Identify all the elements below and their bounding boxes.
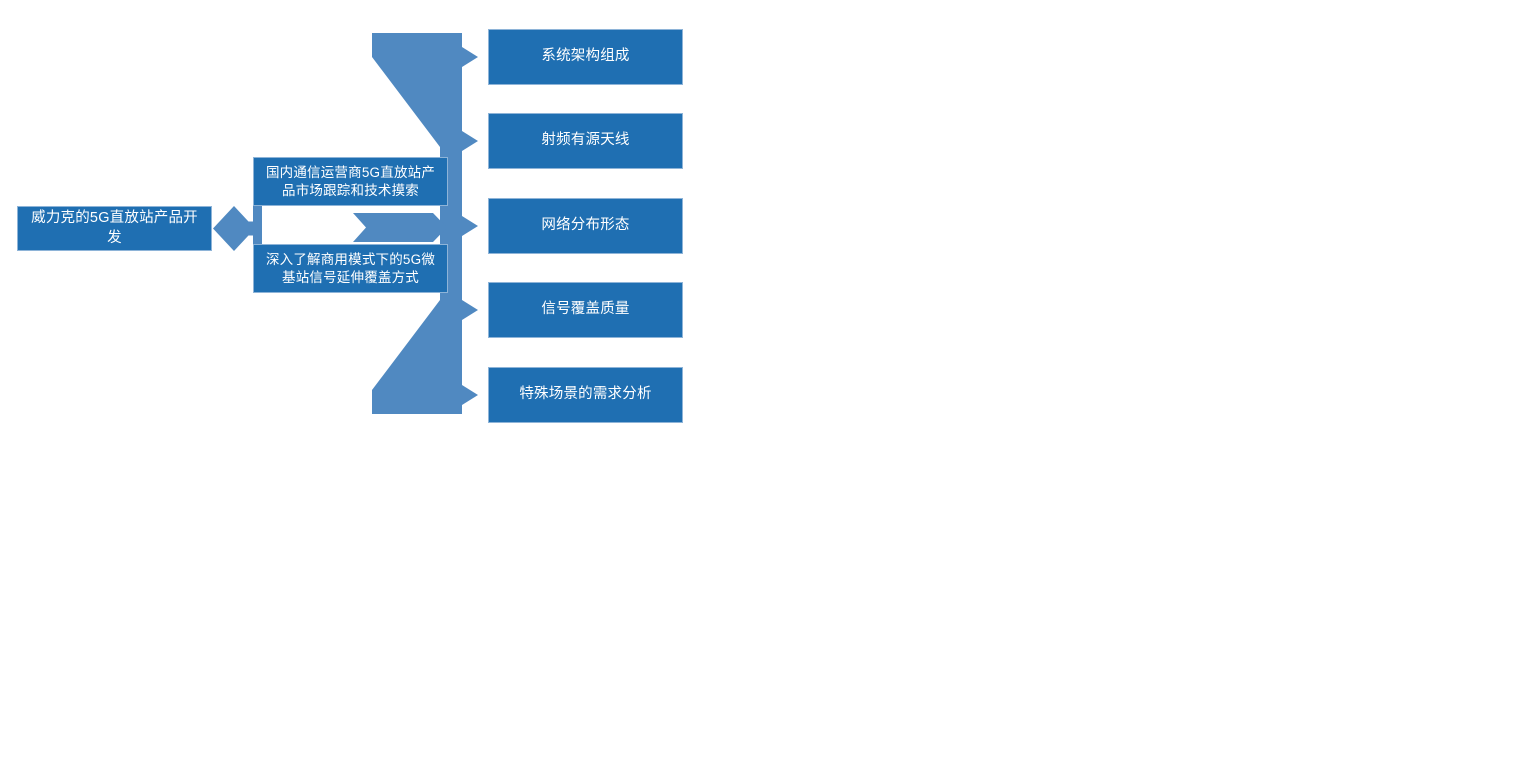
- node-branch-0[interactable]: 国内通信运营商5G直放站产品市场跟踪和技术摸索: [253, 157, 448, 206]
- node-branch-1-label: 深入了解商用模式下的5G微基站信号延伸覆盖方式: [265, 251, 436, 285]
- node-leaf-1-label: 射频有源天线: [541, 132, 630, 149]
- node-leaf-0-label: 系统架构组成: [541, 48, 630, 65]
- node-leaf-3-label: 信号覆盖质量: [541, 301, 630, 318]
- node-leaf-1[interactable]: 射频有源天线: [488, 113, 683, 169]
- node-leaf-2[interactable]: 网络分布形态: [488, 198, 683, 254]
- node-leaf-4[interactable]: 特殊场景的需求分析: [488, 367, 683, 423]
- node-root[interactable]: 威力克的5G直放站产品开发: [17, 206, 212, 251]
- node-leaf-3[interactable]: 信号覆盖质量: [488, 282, 683, 338]
- branch-stub-connectors: [448, 205, 456, 251]
- node-branch-1[interactable]: 深入了解商用模式下的5G微基站信号延伸覆盖方式: [253, 244, 448, 293]
- branches-to-leaves-funnel-connector: [372, 33, 478, 414]
- node-root-label: 威力克的5G直放站产品开发: [31, 210, 198, 246]
- node-leaf-0[interactable]: 系统架构组成: [488, 29, 683, 85]
- node-leaf-2-label: 网络分布形态: [541, 217, 630, 234]
- node-leaf-4-label: 特殊场景的需求分析: [519, 386, 652, 403]
- node-branch-0-label: 国内通信运营商5G直放站产品市场跟踪和技术摸索: [265, 164, 436, 198]
